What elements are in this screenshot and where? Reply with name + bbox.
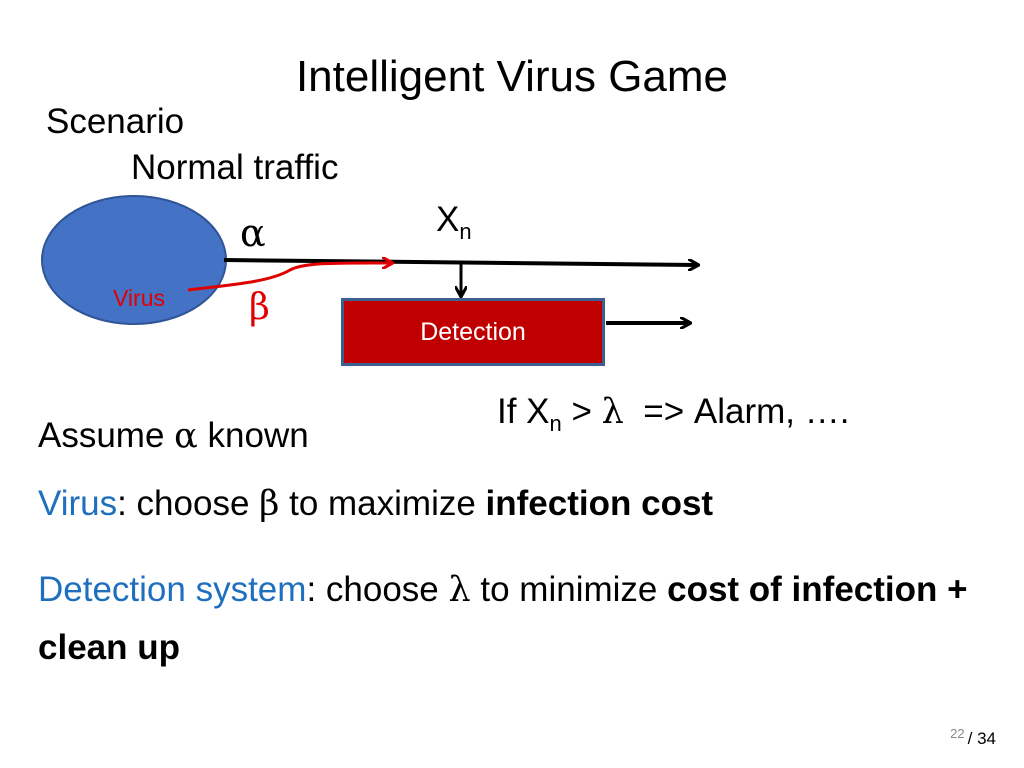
virus-label: Virus	[113, 285, 165, 311]
alarm-rule: If Xn > λ => Alarm, ….	[497, 392, 850, 435]
rule-prefix: If X	[497, 392, 550, 431]
page-total: / 34	[967, 729, 996, 748]
virus-objective-bold: infection cost	[485, 484, 714, 523]
virus-objective-beta: β	[259, 484, 280, 524]
detection-objective-text2: to minimize	[470, 570, 668, 609]
rule-lambda: λ	[601, 392, 624, 432]
xn-subscript: n	[459, 219, 472, 244]
detection-objective-lambda: λ	[448, 570, 471, 610]
assume-suffix: known	[197, 416, 309, 455]
detection-objective-line: Detection system: choose λ to minimize c…	[38, 561, 988, 677]
beta-symbol: β	[249, 287, 270, 328]
detection-objective-bold: cost of infection + clean up	[38, 570, 968, 667]
slide-title: Intelligent Virus Game	[295, 52, 729, 101]
rule-rest: => Alarm, ….	[623, 392, 850, 431]
detection-objective-text1: : choose	[306, 570, 449, 609]
page-number: 22/ 34	[950, 726, 996, 749]
virus-traffic-arrow	[187, 263, 392, 292]
assume-alpha-line: Assume α known	[38, 416, 309, 456]
assume-prefix: Assume	[38, 416, 175, 455]
xn-base: X	[436, 200, 460, 239]
scenario-heading: Scenario	[46, 102, 185, 141]
virus-objective-text2: to maximize	[279, 484, 486, 523]
virus-objective-line: Virus: choose β to maximize infection co…	[38, 484, 713, 524]
alpha-symbol: α	[240, 211, 266, 255]
rule-gt: >	[561, 392, 602, 431]
page-current: 22	[950, 726, 965, 741]
detection-label: Detection	[420, 317, 526, 346]
normal-traffic-label: Normal traffic	[131, 148, 339, 187]
detection-box: Detection	[341, 298, 605, 366]
rule-subscript: n	[549, 411, 562, 436]
normal-traffic-arrow	[223, 258, 698, 265]
virus-objective-text1: : choose	[117, 484, 260, 523]
xn-label: Xn	[436, 200, 472, 243]
assume-alpha: α	[174, 416, 198, 456]
detection-objective-label: Detection system	[38, 570, 307, 609]
virus-objective-label: Virus	[38, 484, 118, 523]
